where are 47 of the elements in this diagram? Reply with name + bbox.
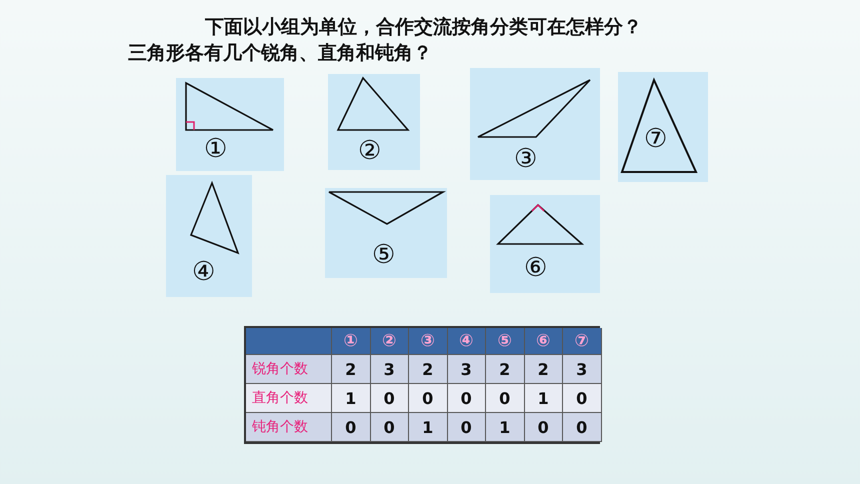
triangle-card: [490, 195, 600, 293]
column-header: ①: [332, 328, 370, 355]
triangle-card: [470, 68, 600, 180]
count-value: 3: [448, 355, 486, 384]
count-value: 2: [409, 355, 448, 384]
count-value: 1: [409, 413, 448, 442]
count-value: 0: [563, 384, 602, 413]
column-header: ③: [409, 328, 448, 355]
question-text: 三角形各有几个锐角、直角和钝角？: [128, 41, 432, 66]
triangle-card: [166, 175, 252, 297]
count-value: 1: [524, 384, 563, 413]
count-value: 0: [448, 384, 486, 413]
figure-number: ④: [192, 259, 216, 285]
count-value: 2: [332, 355, 370, 384]
triangle-card: [328, 74, 420, 170]
count-value: 0: [332, 413, 370, 442]
count-value: 2: [524, 355, 563, 384]
count-value: 1: [486, 413, 524, 442]
column-header: ②: [370, 328, 409, 355]
count-value: 1: [332, 384, 370, 413]
triangle-card: [176, 78, 284, 171]
heading: 下面以小组为单位，合作交流按角分类可在怎样分？: [205, 15, 642, 40]
column-header: ④: [448, 328, 486, 355]
figure-number: ②: [358, 138, 382, 164]
column-header: ⑦: [563, 328, 602, 355]
count-value: 3: [563, 355, 602, 384]
figure-number: ①: [204, 136, 228, 162]
row-header: 钝角个数: [246, 413, 332, 442]
triangle-card: [618, 72, 708, 182]
count-value: 3: [370, 355, 409, 384]
row-header: 直角个数: [246, 384, 332, 413]
count-value: 0: [486, 384, 524, 413]
count-value: 0: [524, 413, 563, 442]
triangle-card: [325, 188, 447, 278]
count-value: 0: [409, 384, 448, 413]
figure-number: ③: [514, 146, 538, 172]
column-header: ⑥: [524, 328, 563, 355]
count-value: 2: [486, 355, 524, 384]
figure-number: ⑦: [644, 126, 668, 152]
count-value: 0: [563, 413, 602, 442]
row-header: 锐角个数: [246, 355, 332, 384]
count-value: 0: [448, 413, 486, 442]
figure-number: ⑤: [372, 242, 396, 268]
count-value: 0: [370, 413, 409, 442]
column-header: ⑤: [486, 328, 524, 355]
figure-number: ⑥: [524, 255, 548, 281]
count-value: 0: [370, 384, 409, 413]
